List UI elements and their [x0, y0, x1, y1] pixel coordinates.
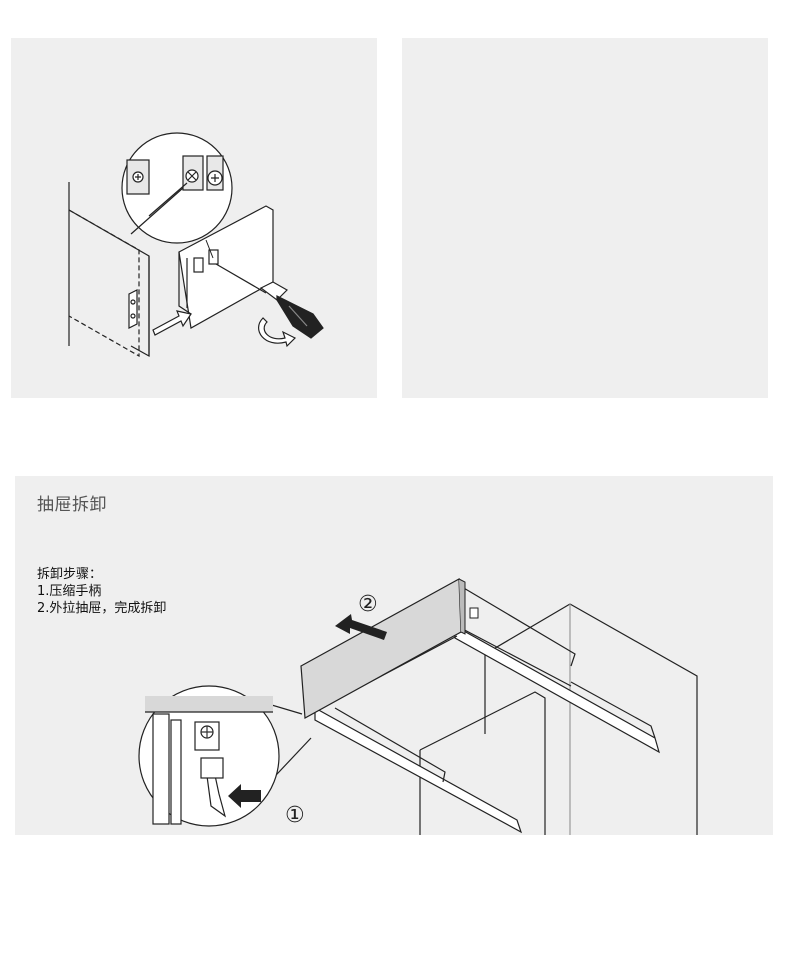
steps-title: 拆卸步骤：	[37, 567, 103, 582]
removal-steps: 拆卸步骤： 1.压缩手柄 2.外拉抽屉，完成拆卸	[37, 566, 166, 617]
screwdriver-icon	[215, 263, 324, 339]
drawer-removal-panel: 抽屉拆卸 拆卸步骤： 1.压缩手柄 2.外拉抽屉，完成拆卸	[15, 476, 773, 835]
front-adjustment-illustration	[68, 132, 324, 358]
section-heading: 抽屉拆卸	[37, 495, 107, 515]
drawer-removal-illustration: ② ①	[138, 578, 698, 835]
push-lever-arrow-icon	[228, 784, 261, 808]
rotation-arrow-icon	[257, 317, 297, 348]
pull-arrow-icon	[335, 614, 387, 640]
drawer-front	[300, 578, 462, 719]
step-1-marker: ①	[285, 803, 305, 828]
magnifier-callout-icon	[121, 132, 233, 244]
step-2: 2.外拉抽屉，完成拆卸	[37, 601, 167, 616]
step-1: 1.压缩手柄	[37, 584, 102, 599]
blank-panel	[402, 38, 768, 398]
step-2-marker: ②	[358, 592, 378, 617]
pull-arrow-icon	[152, 310, 192, 336]
installation-diagram-panel	[11, 38, 377, 398]
